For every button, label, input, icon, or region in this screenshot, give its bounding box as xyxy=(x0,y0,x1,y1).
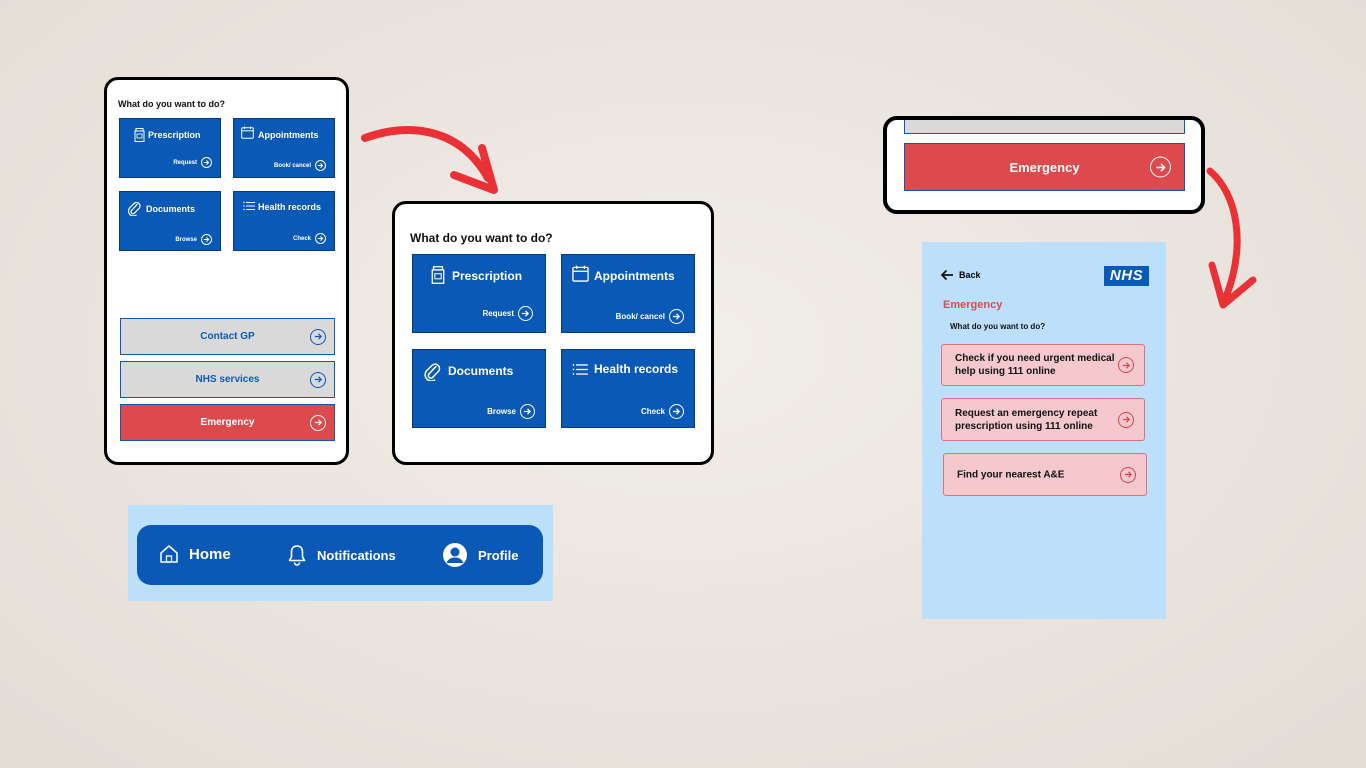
option-repeat-prescription[interactable]: Request an emergency repeat prescription… xyxy=(941,398,1145,441)
tile-action: Check xyxy=(641,404,684,419)
arrow-right-icon xyxy=(520,404,535,419)
arrow-right-icon xyxy=(201,234,212,245)
back-label: Back xyxy=(959,270,981,280)
flow-arrow-icon xyxy=(1206,167,1257,309)
tile-action: Browse xyxy=(487,404,535,419)
tile-prescription[interactable]: Prescription Request xyxy=(412,254,546,333)
arrow-right-icon xyxy=(1120,466,1136,483)
emergency-label: Emergency xyxy=(200,417,255,428)
arrow-right-icon xyxy=(315,233,326,244)
arrow-left-icon xyxy=(940,269,953,281)
arrow-right-icon xyxy=(1118,411,1134,428)
nav-profile[interactable]: Profile xyxy=(442,542,518,568)
tile-title: Documents xyxy=(448,364,514,378)
option-find-ae[interactable]: Find your nearest A&E xyxy=(943,453,1147,496)
contact-gp-label: Contact GP xyxy=(200,331,255,342)
tile-appointments[interactable]: Appointments Book/ cancel xyxy=(233,118,335,178)
tile-title: Prescription xyxy=(452,269,523,283)
tile-title: Health records xyxy=(594,362,679,376)
tile-action-label: Check xyxy=(292,235,311,242)
option-label: Find your nearest A&E xyxy=(957,469,1065,480)
tile-health-records[interactable]: Health records Check xyxy=(561,349,695,428)
question-heading: What do you want to do? xyxy=(118,99,225,109)
pill-bottle-icon xyxy=(431,266,445,284)
tile-action-label: Check xyxy=(640,407,665,416)
list-icon xyxy=(572,364,588,375)
tile-action-label: Browse xyxy=(487,407,516,416)
tile-action: Browse xyxy=(175,234,212,245)
calendar-icon xyxy=(241,126,254,139)
option-urgent-help[interactable]: Check if you need urgent medical help us… xyxy=(941,344,1145,386)
paperclip-icon xyxy=(424,363,441,381)
tile-action-label: Request xyxy=(173,159,197,166)
tile-action: Check xyxy=(293,233,326,244)
tile-documents[interactable]: Documents Browse xyxy=(412,349,546,428)
arrow-right-icon xyxy=(310,328,326,345)
tile-documents[interactable]: Documents Browse xyxy=(119,191,221,251)
arrow-right-icon xyxy=(669,404,684,419)
phone-home-frame: What do you want to do? Prescription Req… xyxy=(104,77,349,465)
profile-icon xyxy=(443,543,467,567)
calendar-icon xyxy=(572,265,589,282)
arrow-right-icon xyxy=(201,157,212,168)
nav-home[interactable]: Home xyxy=(159,544,231,564)
question-heading: What do you want to do? xyxy=(410,231,553,245)
nhs-services-button[interactable]: NHS services xyxy=(120,361,335,398)
tile-action-label: Book/ cancel xyxy=(273,162,311,169)
arrow-right-icon xyxy=(518,306,533,321)
home-icon xyxy=(160,545,178,563)
tile-title: Prescription xyxy=(148,130,201,140)
option-label: Check if you need urgent medical help us… xyxy=(955,353,1115,377)
emergency-button[interactable]: Emergency xyxy=(120,404,335,441)
flow-arrow-icon xyxy=(361,126,498,194)
emergency-page: Back NHS Emergency What do you want to d… xyxy=(922,242,1166,619)
list-icon xyxy=(243,201,255,211)
nav-notifications[interactable]: Notifications xyxy=(287,544,396,566)
bell-icon xyxy=(288,545,306,566)
option-label: Request an emergency repeat prescription… xyxy=(955,407,1098,432)
tile-action: Request xyxy=(482,306,533,321)
nav-notifications-label: Notifications xyxy=(317,547,396,563)
tile-title: Appointments xyxy=(594,269,675,283)
contact-gp-button[interactable]: Contact GP xyxy=(120,318,335,355)
arrow-right-icon xyxy=(1118,357,1134,373)
emergency-button[interactable]: Emergency xyxy=(904,143,1185,191)
tile-health-records[interactable]: Health records Check xyxy=(233,191,335,251)
tile-action: Request xyxy=(173,157,212,168)
nhs-logo: NHS xyxy=(1104,266,1149,286)
nav-home-label: Home xyxy=(189,545,231,563)
tiles-zoom-frame: What do you want to do? Prescription Req… xyxy=(392,201,714,465)
arrow-right-icon xyxy=(310,414,326,431)
tile-title: Appointments xyxy=(258,130,319,140)
bottom-nav-bar: Home Notifications Profile xyxy=(137,525,543,585)
emergency-title: Emergency xyxy=(943,299,1003,311)
arrow-right-icon xyxy=(669,309,684,324)
arrow-right-icon xyxy=(310,371,326,388)
tile-title: Documents xyxy=(146,204,196,214)
tile-action-label: Book/ cancel xyxy=(615,312,665,321)
emergency-zoom-frame: Emergency xyxy=(883,116,1205,214)
nav-bar-panel: Home Notifications Profile xyxy=(128,505,553,601)
arrow-right-icon xyxy=(315,160,326,171)
tile-title: Health records xyxy=(258,202,322,212)
tile-action: Book/ cancel xyxy=(616,309,684,324)
emergency-label: Emergency xyxy=(1009,159,1080,175)
tile-action-label: Browse xyxy=(175,236,197,243)
tile-action-label: Request xyxy=(482,309,514,318)
tile-prescription[interactable]: Prescription Request xyxy=(119,118,221,178)
tile-appointments[interactable]: Appointments Book/ cancel xyxy=(561,254,695,333)
back-link[interactable]: Back xyxy=(940,269,981,281)
question-heading: What do you want to do? xyxy=(950,322,1046,331)
partial-button xyxy=(904,120,1185,134)
paperclip-icon xyxy=(127,201,141,216)
tile-action: Book/ cancel xyxy=(274,160,326,171)
arrow-right-icon xyxy=(1150,156,1171,178)
nav-profile-label: Profile xyxy=(478,547,519,563)
pill-bottle-icon xyxy=(134,128,145,142)
nhs-services-label: NHS services xyxy=(195,374,260,385)
